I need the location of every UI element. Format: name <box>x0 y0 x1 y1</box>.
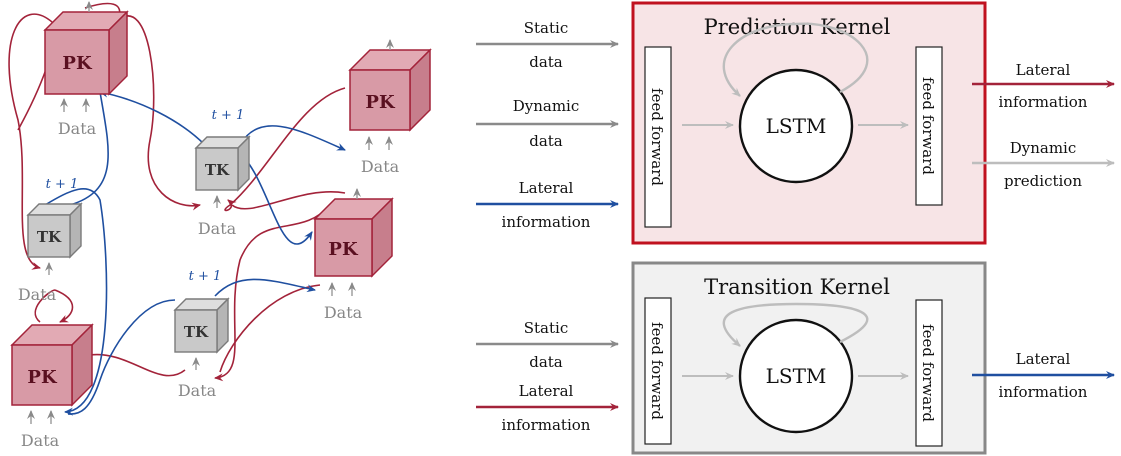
pk-output-lateral-line2: information <box>999 93 1088 111</box>
data-label: Data <box>21 431 60 450</box>
tk-cube-left: TK t + 1 Data <box>18 177 83 304</box>
tk-lstm-node <box>738 318 854 434</box>
pk-ff-left-box <box>644 46 672 228</box>
data-label: Data <box>198 219 237 238</box>
pk-output-dynamic-line1: Dynamic <box>1010 139 1077 157</box>
time-label: t + 1 <box>212 108 245 123</box>
tk-input-static-line1: Static <box>524 319 568 337</box>
red-connections <box>8 2 346 382</box>
time-label: t + 1 <box>189 269 222 284</box>
pk-cube-bottom-left: PK Data <box>10 323 94 450</box>
tk-output-lateral-line2: information <box>999 383 1088 401</box>
pk-input-lateral-line2: information <box>502 213 591 231</box>
pk-ff-right-label: feed forward <box>919 77 937 175</box>
tk-label: TK <box>184 323 209 341</box>
blue-tk-left-in <box>69 91 109 206</box>
pk-cube-top-left: PK Data <box>43 1 129 138</box>
tk-ff-left-box <box>644 297 672 445</box>
blue-tk1-to-pk-right <box>239 125 346 151</box>
blue-tk2-to-pk-right-b <box>214 278 316 297</box>
tk-input-lateral-line1: Lateral <box>519 382 574 400</box>
tk-ff-right-box <box>915 299 943 447</box>
pk-input-static-line1: Static <box>524 19 568 37</box>
pk-input-dynamic-line2: data <box>529 132 563 150</box>
pk-ff-left-label: feed forward <box>648 88 666 186</box>
tk-cube-bottom: TK t + 1 Data <box>173 269 230 400</box>
pk-loop-top-right <box>117 15 201 211</box>
tk-input-static-line2: data <box>529 353 563 371</box>
data-label: Data <box>58 119 97 138</box>
pk-lstm-node <box>738 68 854 184</box>
tk-cube-middle: TK t + 1 Data <box>194 108 251 238</box>
prediction-kernel-block: Static data Dynamic data Lateral informa… <box>476 1 1115 245</box>
transition-kernel-block: Static data Lateral information Transiti… <box>476 261 1115 455</box>
pk-label: PK <box>62 53 93 74</box>
data-label: Data <box>361 157 400 176</box>
pk-bottom-to-tk-left <box>34 289 56 323</box>
pk-lstm-recurrence <box>722 22 869 97</box>
pk-output-lateral-line1: Lateral <box>1016 61 1071 79</box>
pk-input-dynamic-line1: Dynamic <box>513 97 580 115</box>
pk-right-b-to-tk <box>231 191 346 210</box>
pk-label: PK <box>27 367 58 388</box>
tk-output-lateral-line1: Lateral <box>1016 350 1071 368</box>
pk-right-b-loop <box>214 204 331 382</box>
blue-tk-left-up <box>44 188 108 416</box>
prediction-kernel-title: Prediction Kernel <box>704 15 891 39</box>
tk-label: TK <box>37 228 62 246</box>
pk-input-static-line2: data <box>529 53 563 71</box>
tk-ff-right-label: feed forward <box>919 324 937 422</box>
pk-output-dynamic-line2: prediction <box>1004 172 1082 190</box>
tk-label: TK <box>205 161 230 179</box>
pk-label: PK <box>328 239 359 260</box>
pk-right-a <box>224 87 346 212</box>
time-label: t + 1 <box>46 177 79 192</box>
data-label: Data <box>178 381 217 400</box>
pk-label: PK <box>365 92 396 113</box>
network-graph: PK Data TK t + 1 Data PK Data <box>8 1 432 450</box>
pk-lstm-label: LSTM <box>766 114 827 138</box>
pk-loop-top <box>8 13 53 270</box>
blue-tk1-to-pk-top <box>99 89 206 146</box>
pk-input-lateral-line1: Lateral <box>519 179 574 197</box>
tk-lstm-recurrence <box>722 302 869 347</box>
pk-cube-top-right: PK Data <box>348 39 432 176</box>
data-label: Data <box>18 285 57 304</box>
tk-lstm-label: LSTM <box>766 364 827 388</box>
tk-bottom-to-pk <box>219 284 321 373</box>
pk-cube-right-bottom: PK Data <box>313 188 394 322</box>
transition-kernel-title: Transition Kernel <box>704 275 890 299</box>
tk-left-to-pk-bottom <box>54 289 74 323</box>
data-label: Data <box>324 303 363 322</box>
pk-ff-right-box <box>915 46 943 206</box>
blue-tk2-left <box>67 299 176 415</box>
pk-bottom-loop <box>89 353 186 377</box>
tk-input-lateral-line2: information <box>502 416 591 434</box>
tk-ff-left-label: feed forward <box>648 322 666 420</box>
